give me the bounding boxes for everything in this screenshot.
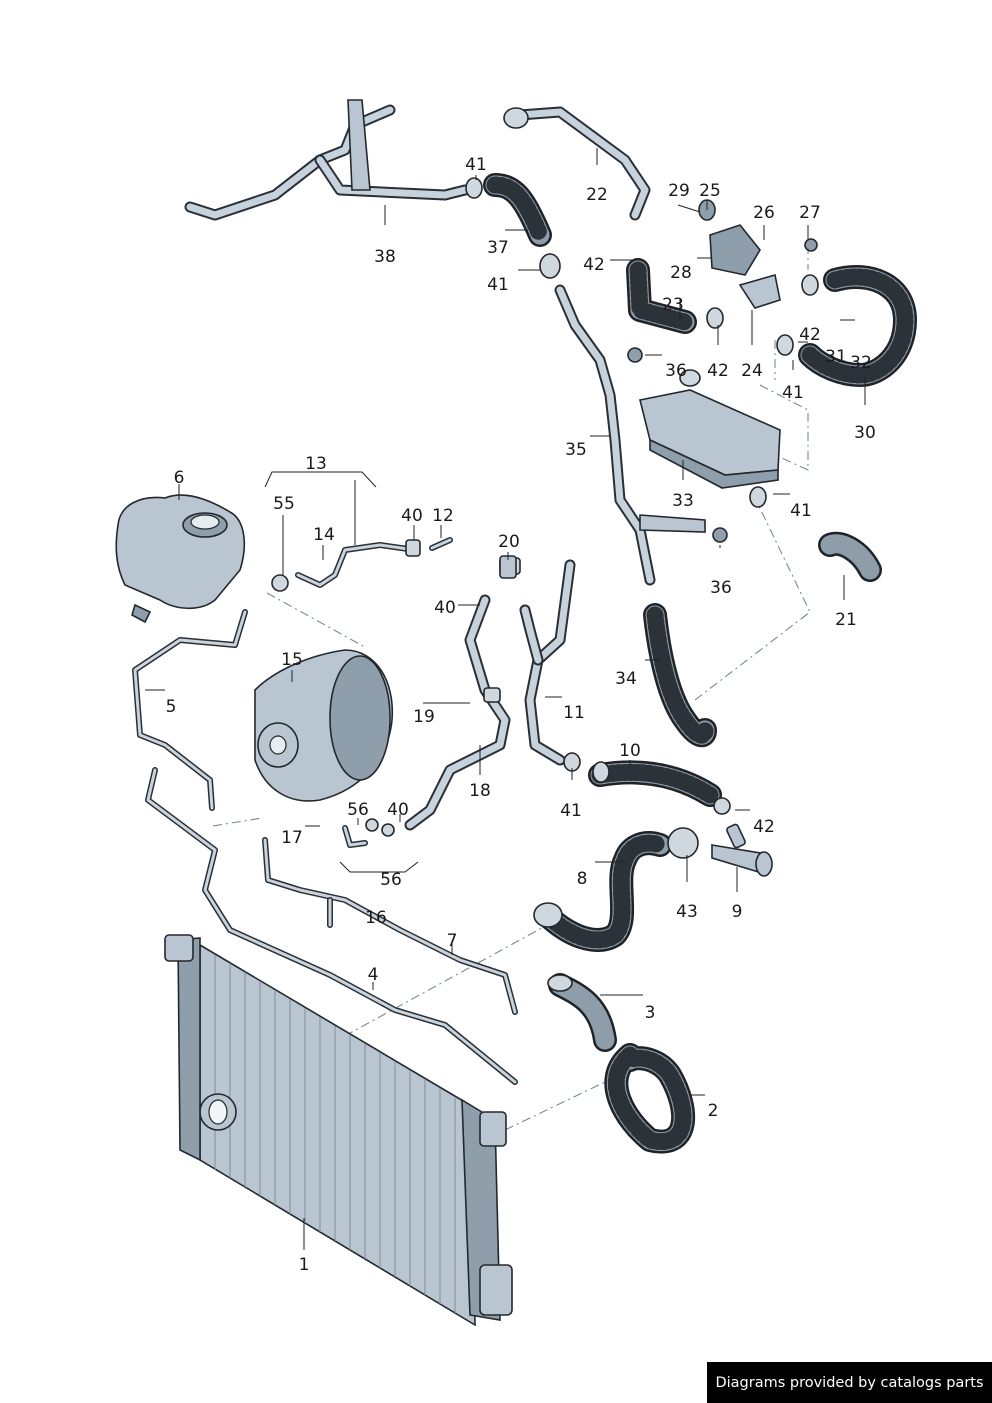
callout-38: 38: [374, 247, 396, 267]
alternator: [254, 649, 394, 802]
callout-40b: 40: [434, 598, 456, 618]
callout-56a: 56: [347, 800, 369, 820]
upper-hose: [533, 831, 672, 952]
callout-18: 18: [469, 781, 491, 801]
callout-2: 2: [708, 1101, 719, 1121]
callout-17: 17: [281, 828, 303, 848]
callout-41c: 41: [560, 801, 582, 821]
pipe-4: [145, 767, 518, 1085]
callout-20: 20: [498, 532, 520, 552]
callout-11: 11: [563, 703, 585, 723]
callout-6: 6: [174, 468, 185, 488]
callout-8: 8: [577, 869, 588, 889]
thermostat-fitting: [667, 823, 773, 877]
callout-40c: 40: [387, 800, 409, 820]
pipe-11: [519, 559, 581, 772]
callout-16: 16: [365, 908, 387, 928]
pipe-56: [342, 818, 395, 848]
callout-36a: 36: [665, 361, 687, 381]
pipe-16: [262, 837, 518, 1015]
callout-34: 34: [615, 669, 637, 689]
credit-banner: Diagrams provided by catalogs parts: [707, 1362, 992, 1403]
callout-24: 24: [741, 361, 763, 381]
hose-10: [588, 760, 722, 807]
callout-41e: 41: [782, 383, 804, 403]
callout-10: 10: [619, 741, 641, 761]
callout-55: 55: [273, 494, 295, 514]
callout-42a: 42: [583, 255, 605, 275]
callout-12: 12: [432, 506, 454, 526]
pipe-5: [132, 609, 248, 811]
callout-37: 37: [487, 238, 509, 258]
callout-42b: 42: [707, 361, 729, 381]
callout-35: 35: [565, 440, 587, 460]
seal-21: [818, 531, 882, 582]
callout-5: 5: [166, 697, 177, 717]
callout-42c: 42: [799, 325, 821, 345]
callout-26: 26: [753, 203, 775, 223]
callout-13: 13: [305, 454, 327, 474]
radiator: [164, 934, 513, 1327]
callout-32: 32: [850, 353, 872, 373]
callout-31: 31: [825, 347, 847, 367]
callout-36b: 36: [710, 578, 732, 598]
callout-labels: 1 2 3 4 5 6 7 8 9 10 11 12 13 14 15 16 1…: [166, 155, 876, 1275]
callout-41d: 41: [790, 501, 812, 521]
pipe-35: [539, 253, 706, 586]
callout-27: 27: [799, 203, 821, 223]
callout-19: 19: [413, 707, 435, 727]
expansion-tank: [115, 494, 246, 624]
callout-23: 23: [662, 295, 684, 315]
leader-lines: [145, 148, 866, 1250]
callout-1: 1: [299, 1255, 310, 1275]
callout-56b: 56: [380, 870, 402, 890]
callout-4: 4: [368, 965, 379, 985]
callout-43: 43: [676, 902, 698, 922]
oil-cooler: [639, 369, 781, 489]
callout-41a: 41: [465, 155, 487, 175]
pipe-38: [184, 99, 471, 221]
short-hose: [547, 973, 617, 1052]
thermostat-assembly: [626, 199, 917, 815]
callout-41b: 41: [487, 275, 509, 295]
hose-34: [643, 603, 717, 747]
callout-21: 21: [835, 610, 857, 630]
callout-30: 30: [854, 423, 876, 443]
callout-25: 25: [699, 181, 721, 201]
pipe-13: [271, 537, 453, 592]
callout-9: 9: [732, 902, 743, 922]
callout-22: 22: [586, 185, 608, 205]
callout-7: 7: [447, 931, 458, 951]
callout-3: 3: [645, 1003, 656, 1023]
callout-28: 28: [670, 263, 692, 283]
callout-29: 29: [668, 181, 690, 201]
callout-15: 15: [281, 650, 303, 670]
callout-33: 33: [672, 491, 694, 511]
pipe-18: [404, 557, 521, 831]
callout-40a: 40: [401, 506, 423, 526]
callout-14: 14: [313, 525, 335, 545]
lower-hose: [604, 1043, 696, 1154]
hose-37: [465, 173, 552, 247]
pipe-22: [503, 106, 651, 221]
callout-42d: 42: [753, 817, 775, 837]
